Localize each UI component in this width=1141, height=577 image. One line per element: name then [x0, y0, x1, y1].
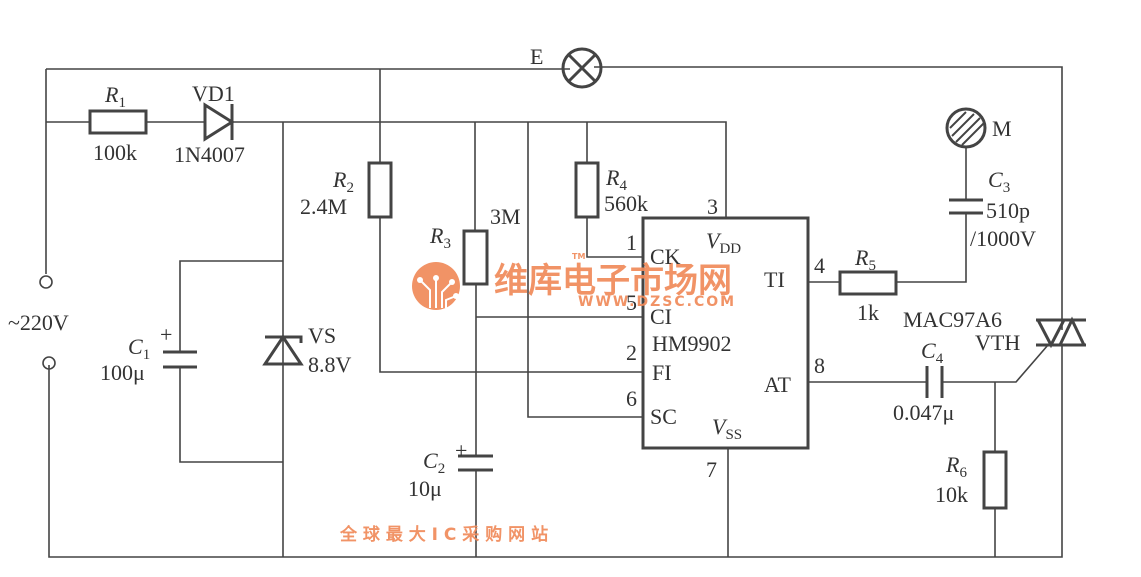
- pin-6-num: 6: [626, 386, 637, 411]
- r6-name: R6: [945, 452, 967, 481]
- resistor-r2: [367, 161, 393, 219]
- wire-c1-bot: [179, 367, 283, 463]
- ic-hm9902: [641, 216, 810, 450]
- pin-2-num: 2: [626, 340, 637, 365]
- resistor-r4: [574, 161, 600, 219]
- vs-value: 8.8V: [308, 352, 352, 377]
- watermark-tm: TM: [572, 252, 585, 261]
- watermark: 维库电子市场网 TM WWW.DZSC.COM 全 球 最 大 I C 采 购 …: [339, 252, 736, 545]
- wire-r4-ck: [586, 217, 643, 258]
- resistor-r1: [88, 109, 148, 135]
- vth-name: VTH: [975, 330, 1020, 355]
- c3-value: 510p: [986, 198, 1030, 223]
- vth-part: MAC97A6: [903, 307, 1002, 332]
- watermark-logo-icon: [412, 262, 460, 310]
- capacitor-c4: [925, 366, 944, 398]
- capacitor-c2: [458, 454, 493, 472]
- lamp-icon: [561, 47, 603, 89]
- pin-fi-label: FI: [652, 360, 672, 385]
- triac-vth-icon: [1036, 316, 1086, 349]
- wire-top-right: [594, 66, 1063, 330]
- c3-name: C3: [988, 167, 1010, 196]
- wire-r2-fi: [379, 217, 643, 373]
- pin-ck-label: CK: [650, 244, 681, 269]
- capacitor-c3: [949, 198, 983, 215]
- zener-diode-vs-icon: [262, 334, 304, 366]
- pin-4-num: 4: [814, 253, 825, 278]
- c1-name: C1: [128, 334, 150, 363]
- sensor-label: M: [992, 116, 1012, 141]
- c3-rating: /1000V: [970, 226, 1036, 251]
- wire-c4-gate: [942, 344, 1049, 383]
- watermark-url: WWW.DZSC.COM: [578, 294, 736, 310]
- sensor-m-icon: [945, 107, 987, 149]
- pin-7-num: 7: [706, 457, 717, 482]
- resistor-r6: [982, 450, 1008, 510]
- pin-ci-label: CI: [650, 304, 672, 329]
- vs-name: VS: [308, 323, 336, 348]
- c4-name: C4: [921, 338, 944, 367]
- wire-ground-rail: [48, 345, 1063, 558]
- pin-1-num: 1: [626, 230, 637, 255]
- ic-vdd: VDD: [706, 228, 741, 257]
- wire-c1-top: [179, 260, 283, 352]
- wire-r5-c3: [896, 213, 967, 283]
- lamp-label: E: [530, 44, 543, 69]
- watermark-brand: 维库电子市场网: [494, 261, 732, 301]
- pin-at-label: AT: [764, 372, 791, 397]
- wire-vdd-rail: [232, 121, 727, 218]
- r4-value: 560k: [604, 191, 648, 216]
- ic-name: HM9902: [652, 331, 731, 356]
- wire-sc: [527, 122, 643, 418]
- r5-name: R5: [854, 245, 876, 274]
- r5-value: 1k: [857, 300, 879, 325]
- r3-value: 3M: [490, 204, 521, 229]
- c2-polarity: +: [455, 438, 467, 463]
- r2-name: R2: [332, 167, 354, 196]
- pin-ti-label: TI: [764, 267, 785, 292]
- r1-name: R1: [104, 82, 126, 111]
- r2-value: 2.4M: [300, 194, 347, 219]
- vd1-value: 1N4007: [174, 142, 245, 167]
- pin-3-num: 3: [707, 194, 718, 219]
- supply-label: ~220V: [8, 310, 69, 335]
- pin-5-num: 5: [626, 290, 637, 315]
- pin-8-num: 8: [814, 353, 825, 378]
- pin-sc-label: SC: [650, 404, 677, 429]
- c2-name: C2: [423, 448, 445, 477]
- terminal-top: [39, 275, 53, 289]
- ic-vss: VSS: [712, 414, 742, 443]
- r6-value: 10k: [935, 482, 968, 507]
- c2-value: 10μ: [408, 476, 442, 501]
- watermark-slogan: 全 球 最 大 I C 采 购 网 站: [339, 524, 548, 545]
- c4-value: 0.047μ: [893, 400, 954, 425]
- vd1-name: VD1: [192, 81, 235, 106]
- r3-name: R3: [429, 223, 451, 252]
- r1-value: 100k: [93, 140, 137, 165]
- r4-name: R4: [605, 165, 627, 194]
- terminal-bottom: [42, 356, 56, 370]
- c1-polarity: +: [160, 322, 172, 347]
- diode-vd1-icon: [203, 102, 235, 142]
- capacitor-c1: [163, 350, 197, 369]
- resistor-r3: [462, 229, 489, 286]
- resistor-r5: [838, 270, 898, 296]
- c1-value: 100μ: [100, 360, 145, 385]
- wires: [45, 66, 1063, 558]
